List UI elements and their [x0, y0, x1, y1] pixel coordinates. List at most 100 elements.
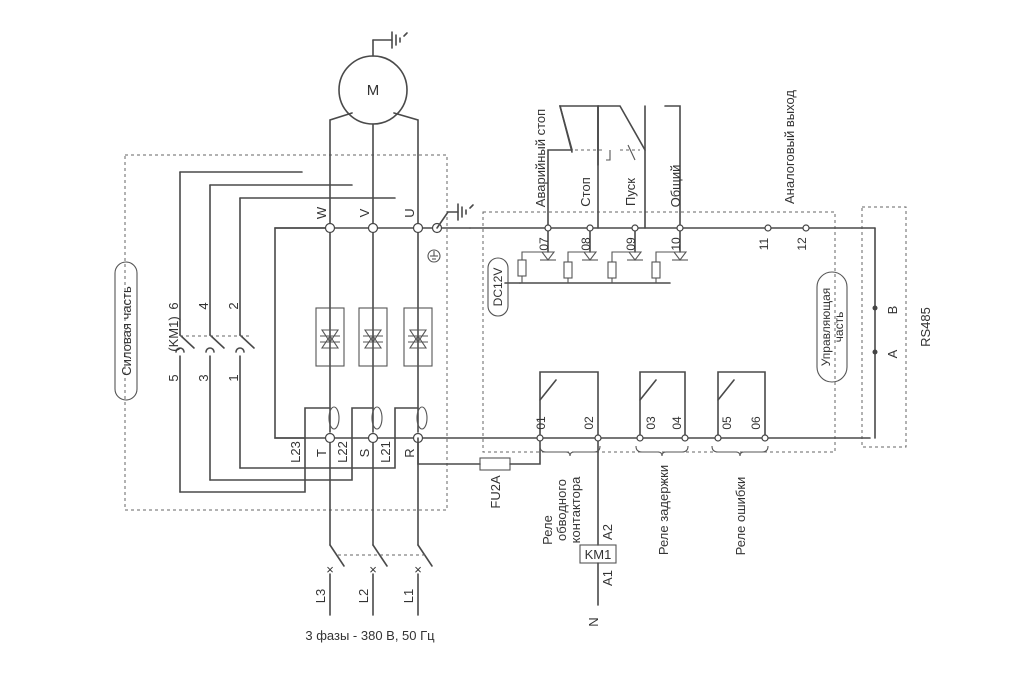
power-section-pill: Силовая часть — [114, 261, 138, 401]
terminal-v — [367, 222, 379, 234]
breaker-x-l2: × — [369, 562, 377, 577]
motor-label: M — [367, 82, 380, 99]
ground-icon — [427, 249, 441, 263]
label-w: W — [314, 206, 329, 219]
relay-delay — [636, 371, 689, 442]
thyristor-phase-w — [315, 232, 345, 433]
terminal-label-01: 01 — [534, 416, 548, 430]
rs485-terminal-a — [872, 349, 878, 355]
control-inputs: 07 08 09 10 11 12 Аварийный стоп Стоп Пу… — [469, 90, 876, 284]
terminal-label-12: 12 — [795, 237, 809, 251]
label-emergency-stop: Аварийный стоп — [533, 109, 548, 207]
terminal-05 — [714, 434, 722, 442]
current-sensor-r — [416, 406, 428, 430]
opto-08 — [563, 227, 598, 283]
km1-number-5: 5 — [166, 374, 181, 381]
rs485-label-b: B — [885, 306, 900, 315]
label-l1: L1 — [401, 589, 416, 603]
terminal-10 — [676, 224, 684, 232]
thyristors — [315, 232, 433, 433]
terminal-label-08: 08 — [579, 237, 593, 251]
terminal-label-06: 06 — [749, 416, 763, 430]
terminal-label-09: 09 — [624, 237, 638, 251]
km1-number-3: 3 — [196, 374, 211, 381]
terminal-08 — [586, 224, 594, 232]
km1-number-1: 1 — [226, 374, 241, 381]
label-l3: L3 — [313, 589, 328, 603]
supply-label: 3 фазы - 380 В, 50 Гц — [305, 628, 435, 643]
current-sensor-s — [371, 406, 383, 430]
terminal-07 — [544, 224, 552, 232]
label-l2: L2 — [356, 589, 371, 603]
label-l23: L23 — [288, 441, 303, 463]
power-section-label: Силовая часть — [119, 286, 134, 376]
terminal-12 — [802, 224, 810, 232]
terminal-06 — [761, 434, 769, 442]
supply-breaker: × × × L3 L2 L1 3 фазы - 380 В, 50 Гц — [305, 442, 435, 643]
km1-bypass-contacts: 6 4 2 5 3 1 (KM1) — [166, 171, 396, 493]
terminal-04 — [681, 434, 689, 442]
km1-coil-label: KM1 — [585, 547, 612, 562]
label-relay-bypass-1: Реле — [540, 515, 555, 545]
control-section-label-2: часть — [832, 312, 846, 343]
rs485-label-a: A — [885, 349, 900, 358]
rs485-terminal-b — [872, 305, 878, 311]
motor: M — [329, 31, 419, 229]
terminal-02 — [594, 434, 602, 442]
km1-coil: KM1 A2 A1 N — [579, 524, 617, 627]
terminal-t — [324, 432, 336, 444]
opto-inputs — [504, 227, 688, 284]
km1-number-6: 6 — [166, 302, 181, 309]
terminal-label-11: 11 — [757, 237, 771, 250]
label-analog-output: Аналоговый выход — [782, 90, 797, 204]
label-s: S — [357, 448, 372, 457]
label-u: U — [402, 208, 417, 217]
terminal-label-04: 04 — [670, 416, 684, 430]
label-common: Общий — [668, 165, 683, 208]
relay-bypass — [536, 371, 602, 546]
thyristor-phase-v — [358, 232, 388, 433]
thyristor-phase-u — [403, 232, 433, 433]
control-section-frame — [482, 211, 836, 453]
km1-number-2: 2 — [226, 302, 241, 309]
control-section-label-1: Управляющая — [819, 288, 833, 367]
label-a2: A2 — [600, 524, 615, 540]
control-section-pill: Управляющая часть — [816, 271, 848, 383]
terminal-01 — [536, 434, 544, 442]
label-l22: L22 — [335, 441, 350, 463]
label-neutral: N — [586, 617, 601, 626]
label-a1: A1 — [600, 570, 615, 586]
terminal-u — [412, 222, 424, 234]
output-terminals: W V U — [274, 203, 474, 263]
terminal-w — [324, 222, 336, 234]
terminal-03 — [636, 434, 644, 442]
km1-number-4: 4 — [196, 302, 211, 309]
fuse: FU2A — [417, 437, 541, 509]
terminal-label-03: 03 — [644, 416, 658, 430]
label-relay-error: Реле ошибки — [733, 477, 748, 556]
rs485-label: RS485 — [918, 307, 933, 347]
label-relay-bypass-3: контактора — [568, 476, 583, 543]
relay-outputs: 01 02 03 04 05 06 Реле обводного контакт… — [534, 371, 769, 556]
terminal-s — [367, 432, 379, 444]
fuse-label: FU2A — [488, 475, 503, 509]
terminal-label-02: 02 — [582, 416, 596, 430]
dc-source-label: DC12V — [491, 268, 505, 307]
km1-label: (KM1) — [166, 316, 181, 351]
terminal-09 — [631, 224, 639, 232]
current-sensor-t — [328, 406, 340, 430]
label-l21: L21 — [378, 441, 393, 463]
rs485-frame — [861, 206, 907, 448]
label-relay-delay: Реле задержки — [656, 465, 671, 555]
opto-09 — [607, 227, 643, 283]
dc-source: DC12V — [487, 257, 509, 317]
label-stop: Стоп — [578, 177, 593, 206]
opto-07 — [517, 227, 556, 283]
terminal-label-07: 07 — [537, 237, 551, 251]
label-relay-bypass-2: обводного — [554, 479, 569, 541]
label-start: Пуск — [623, 178, 638, 206]
relay-error — [714, 371, 769, 442]
label-t: T — [314, 449, 329, 457]
breaker-x-l3: × — [326, 562, 334, 577]
